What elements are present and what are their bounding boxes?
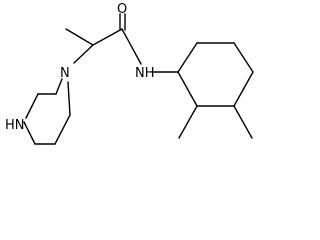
bond-ring-4 <box>233 71 254 107</box>
bond-methyl-alpha <box>65 28 94 46</box>
molecule-diagram: O NH N HN <box>5 2 254 145</box>
bond-carbonyl-amide <box>121 28 142 65</box>
bond-pip-6 <box>54 114 71 145</box>
bond-pip-3 <box>25 93 39 119</box>
bond-pip-1 <box>55 78 63 95</box>
bond-ring-methyl-1 <box>178 105 198 139</box>
atom-label-layer: O NH N HN <box>5 2 155 133</box>
structure-canvas: O NH N HN <box>5 2 254 145</box>
bond-ring-3 <box>233 42 254 73</box>
atom-n-piperazine-h: HN <box>5 118 25 133</box>
bond-ring-methyl-2 <box>233 105 253 139</box>
bond-alpha-piperazine <box>73 44 94 64</box>
atom-n-piperazine: N <box>60 66 70 81</box>
bond-ring-1 <box>177 42 198 73</box>
atom-o-carbonyl: O <box>117 2 127 17</box>
bond-pip-4 <box>23 121 36 145</box>
atom-n-amide: NH <box>135 66 155 81</box>
bond-layer <box>23 13 254 145</box>
bond-alpha-carbonyl <box>92 28 123 46</box>
bond-pip-7 <box>67 81 71 116</box>
bond-ring-6 <box>177 71 198 107</box>
